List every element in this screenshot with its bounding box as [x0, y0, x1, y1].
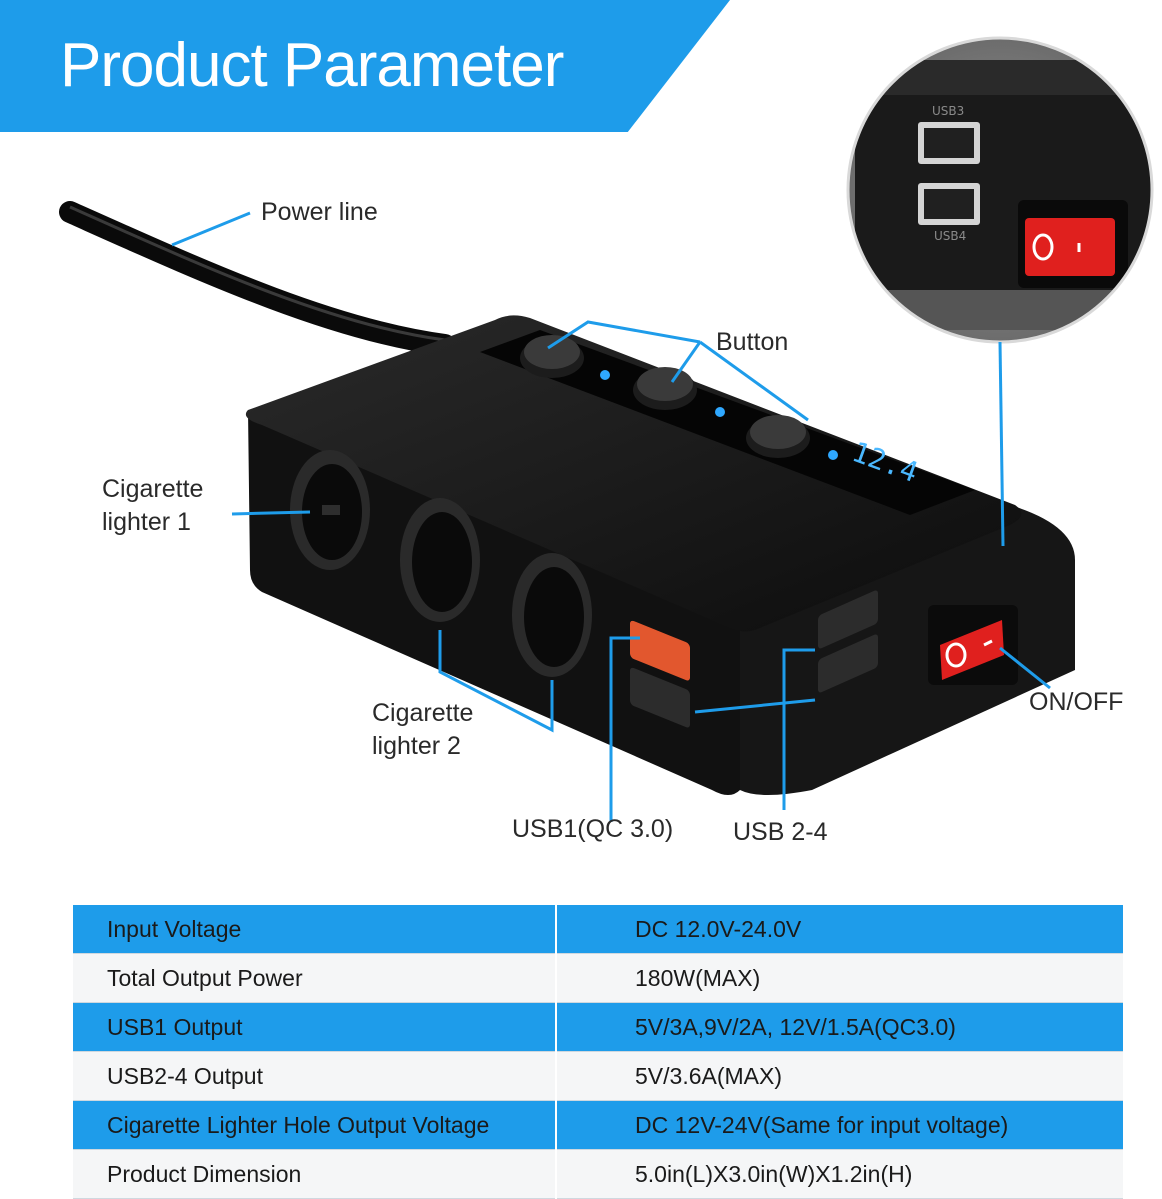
led-indicator	[715, 407, 725, 417]
spec-row: USB1 Output 5V/3A,9V/2A, 12V/1.5A(QC3.0)	[73, 1002, 1123, 1052]
cigarette-lighter-1-label: Cigarette lighter 1	[102, 473, 203, 539]
spec-label: Input Voltage	[73, 905, 556, 954]
page-title: Product Parameter	[60, 31, 564, 100]
cigarette-socket-1	[290, 450, 370, 570]
usb1-qc-port	[630, 620, 690, 681]
cigarette-lighter-2-line2: lighter 2	[372, 732, 461, 760]
spec-row: Product Dimension 5.0in(L)X3.0in(W)X1.2i…	[73, 1149, 1123, 1199]
cigarette-lighter-1-line2: lighter 1	[102, 508, 191, 536]
spec-row: Cigarette Lighter Hole Output Voltage DC…	[73, 1100, 1123, 1150]
button-2	[633, 367, 697, 410]
cigarette-socket-3	[512, 553, 592, 677]
led-indicator	[600, 370, 610, 380]
spec-label: Cigarette Lighter Hole Output Voltage	[73, 1100, 556, 1150]
button-3	[746, 415, 810, 458]
switch-zoom-inset: USB3 USB4	[846, 36, 1154, 344]
spec-value: DC 12V-24V(Same for input voltage)	[555, 1100, 1123, 1150]
cigarette-lighter-2-label: Cigarette lighter 2	[372, 697, 473, 763]
spec-row: Total Output Power 180W(MAX)	[73, 953, 1123, 1003]
car-charger-device: 12.4	[245, 315, 1075, 795]
cigarette-lighter-1-line1: Cigarette	[102, 475, 204, 503]
inset-usb4-label: USB4	[934, 229, 966, 243]
cigarette-socket-2	[400, 498, 480, 622]
spec-value: DC 12.0V-24.0V	[555, 905, 1123, 954]
title-banner	[0, 0, 730, 132]
inset-usb3-label: USB3	[932, 104, 964, 118]
power-line-label: Power line	[261, 198, 378, 226]
spec-row: USB2-4 Output 5V/3.6A(MAX)	[73, 1051, 1123, 1101]
usb-port-front	[630, 667, 690, 728]
power-switch	[928, 605, 1018, 685]
spec-value: 180W(MAX)	[555, 953, 1123, 1003]
spec-value: 5V/3.6A(MAX)	[555, 1051, 1123, 1101]
on-off-label: ON/OFF	[1029, 688, 1124, 716]
spec-label: Total Output Power	[73, 953, 556, 1003]
button-1	[520, 335, 584, 378]
usb1-label: USB1(QC 3.0)	[512, 815, 674, 843]
power-cable	[59, 201, 456, 356]
usb-2-4-label: USB 2-4	[733, 818, 828, 846]
product-illustration: 12.4	[59, 36, 1154, 822]
spec-value: 5.0in(L)X3.0in(W)X1.2in(H)	[555, 1149, 1123, 1199]
callout-lines	[171, 211, 1051, 822]
usb-port-3	[818, 634, 878, 693]
cigarette-lighter-2-line1: Cigarette	[372, 699, 474, 727]
usb-port-2	[818, 590, 878, 649]
spec-row: Input Voltage DC 12.0V-24.0V	[73, 905, 1123, 954]
spec-label: Product Dimension	[73, 1149, 556, 1199]
button-label: Button	[716, 328, 789, 356]
spec-label: USB2-4 Output	[73, 1051, 556, 1101]
spec-table: Input Voltage DC 12.0V-24.0V Total Outpu…	[73, 905, 1123, 1199]
spec-label: USB1 Output	[73, 1002, 556, 1052]
spec-value: 5V/3A,9V/2A, 12V/1.5A(QC3.0)	[555, 1002, 1123, 1052]
led-indicator	[828, 450, 838, 460]
